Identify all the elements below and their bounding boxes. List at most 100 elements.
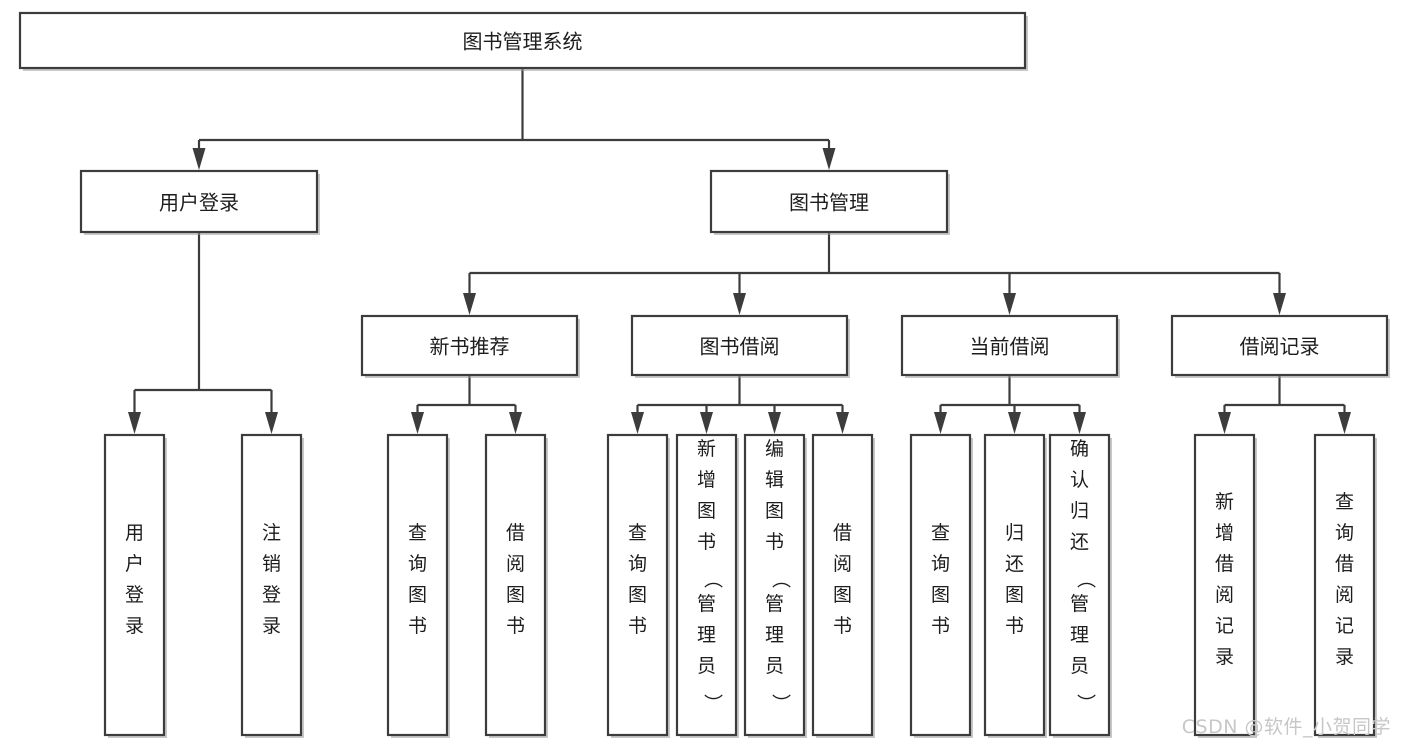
- node-label-char: 登: [262, 584, 281, 606]
- node-box[interactable]: [900, 314, 1119, 377]
- node-label-char: 员: [697, 655, 716, 677]
- node-label-char: 员: [765, 655, 784, 677]
- node-current-borrow[interactable]: 当前借阅: [900, 314, 1120, 378]
- node-label-char: 还: [1005, 553, 1024, 575]
- node-label-char: 录: [125, 615, 144, 637]
- node-borrow-record[interactable]: 借阅记录: [1170, 314, 1390, 378]
- node-label-char: 记: [1215, 615, 1234, 637]
- arrowhead-icon: [768, 412, 781, 434]
- connector-group: [192, 68, 836, 170]
- arrowhead-icon: [1338, 412, 1351, 434]
- node-box[interactable]: [1313, 433, 1376, 737]
- node-label-char: 归: [1070, 500, 1089, 522]
- node-label-char: 阅: [1215, 584, 1234, 606]
- arrowhead-icon: [1073, 412, 1086, 434]
- arrowhead-icon: [631, 412, 644, 434]
- node-label-char: 确: [1070, 438, 1089, 460]
- node-leaf-user-login[interactable]: 用户登录: [103, 433, 167, 738]
- node-box[interactable]: [630, 314, 849, 377]
- arrowhead-icon: [411, 412, 424, 434]
- node-label-char: 编: [765, 438, 784, 460]
- node-label-char: 图: [833, 584, 852, 606]
- node-box[interactable]: [18, 11, 1027, 70]
- node-box[interactable]: [1048, 433, 1111, 737]
- node-label-char: 借: [1335, 553, 1354, 575]
- node-label-char: 图: [1005, 584, 1024, 606]
- node-box[interactable]: [79, 169, 319, 234]
- node-book-manage[interactable]: 图书管理: [709, 169, 950, 235]
- connector-group: [934, 375, 1086, 434]
- node-label-char: 询: [628, 553, 647, 575]
- node-new-book-recommend[interactable]: 新书推荐: [360, 314, 580, 378]
- node-label-char: 书: [931, 615, 950, 637]
- arrowhead-icon: [836, 412, 849, 434]
- node-label: 新书推荐: [430, 335, 510, 359]
- node-label-char: 员: [1070, 655, 1089, 677]
- node-box[interactable]: [103, 433, 166, 737]
- connector-group: [631, 375, 849, 434]
- node-box[interactable]: [909, 433, 972, 737]
- node-label-char: 理: [697, 624, 716, 646]
- arrowhead-icon: [934, 412, 947, 434]
- node-label-char: 用: [125, 522, 144, 544]
- node-box[interactable]: [240, 433, 303, 737]
- node-box[interactable]: [360, 314, 579, 377]
- node-label-char: 借: [506, 522, 525, 544]
- node-root[interactable]: 图书管理系统: [18, 11, 1028, 71]
- node-label-char: 阅: [506, 553, 525, 575]
- node-label-char: 新: [1215, 491, 1234, 513]
- watermark-label: CSDN @软件_小贺同学: [1181, 716, 1391, 738]
- node-label-char: 查: [931, 522, 950, 544]
- node-label-char: 辑: [765, 469, 784, 491]
- node-label-char: 书: [833, 615, 852, 637]
- arrowhead-icon: [463, 293, 476, 315]
- node-label-char: 书: [697, 531, 716, 553]
- node-label-char: ）: [702, 693, 724, 712]
- node-user-login[interactable]: 用户登录: [79, 169, 320, 235]
- node-label-char: 管: [1070, 593, 1089, 615]
- node-box[interactable]: [709, 169, 949, 234]
- node-box[interactable]: [484, 433, 547, 737]
- node-label-char: 询: [1335, 522, 1354, 544]
- node-label-char: 图: [765, 500, 784, 522]
- node-label-char: 图: [628, 584, 647, 606]
- node-label: 借阅记录: [1240, 335, 1320, 359]
- node-box[interactable]: [1193, 433, 1256, 737]
- node-label-char: （: [770, 569, 792, 588]
- arrowhead-icon: [1218, 412, 1231, 434]
- node-box[interactable]: [675, 433, 738, 737]
- node-label-char: 图: [697, 500, 716, 522]
- node-box[interactable]: [743, 433, 806, 737]
- node-label-char: 认: [1070, 469, 1089, 491]
- node-label-char: 录: [1335, 646, 1354, 668]
- node-label-char: 户: [125, 553, 144, 575]
- node-box[interactable]: [1170, 314, 1389, 377]
- node-label-char: 管: [697, 593, 716, 615]
- node-box[interactable]: [983, 433, 1046, 737]
- node-label-char: 阅: [833, 553, 852, 575]
- node-label-char: 借: [833, 522, 852, 544]
- node-book-borrow[interactable]: 图书借阅: [630, 314, 850, 378]
- node-label-char: 查: [628, 522, 647, 544]
- node-label-char: 增: [697, 469, 716, 491]
- node-label-char: 理: [1070, 624, 1089, 646]
- arrowhead-icon: [822, 148, 836, 170]
- node-box[interactable]: [606, 433, 669, 737]
- node-box[interactable]: [386, 433, 449, 737]
- node-label-char: 录: [1215, 646, 1234, 668]
- node-box[interactable]: [811, 433, 874, 737]
- node-label-char: （: [1075, 569, 1097, 588]
